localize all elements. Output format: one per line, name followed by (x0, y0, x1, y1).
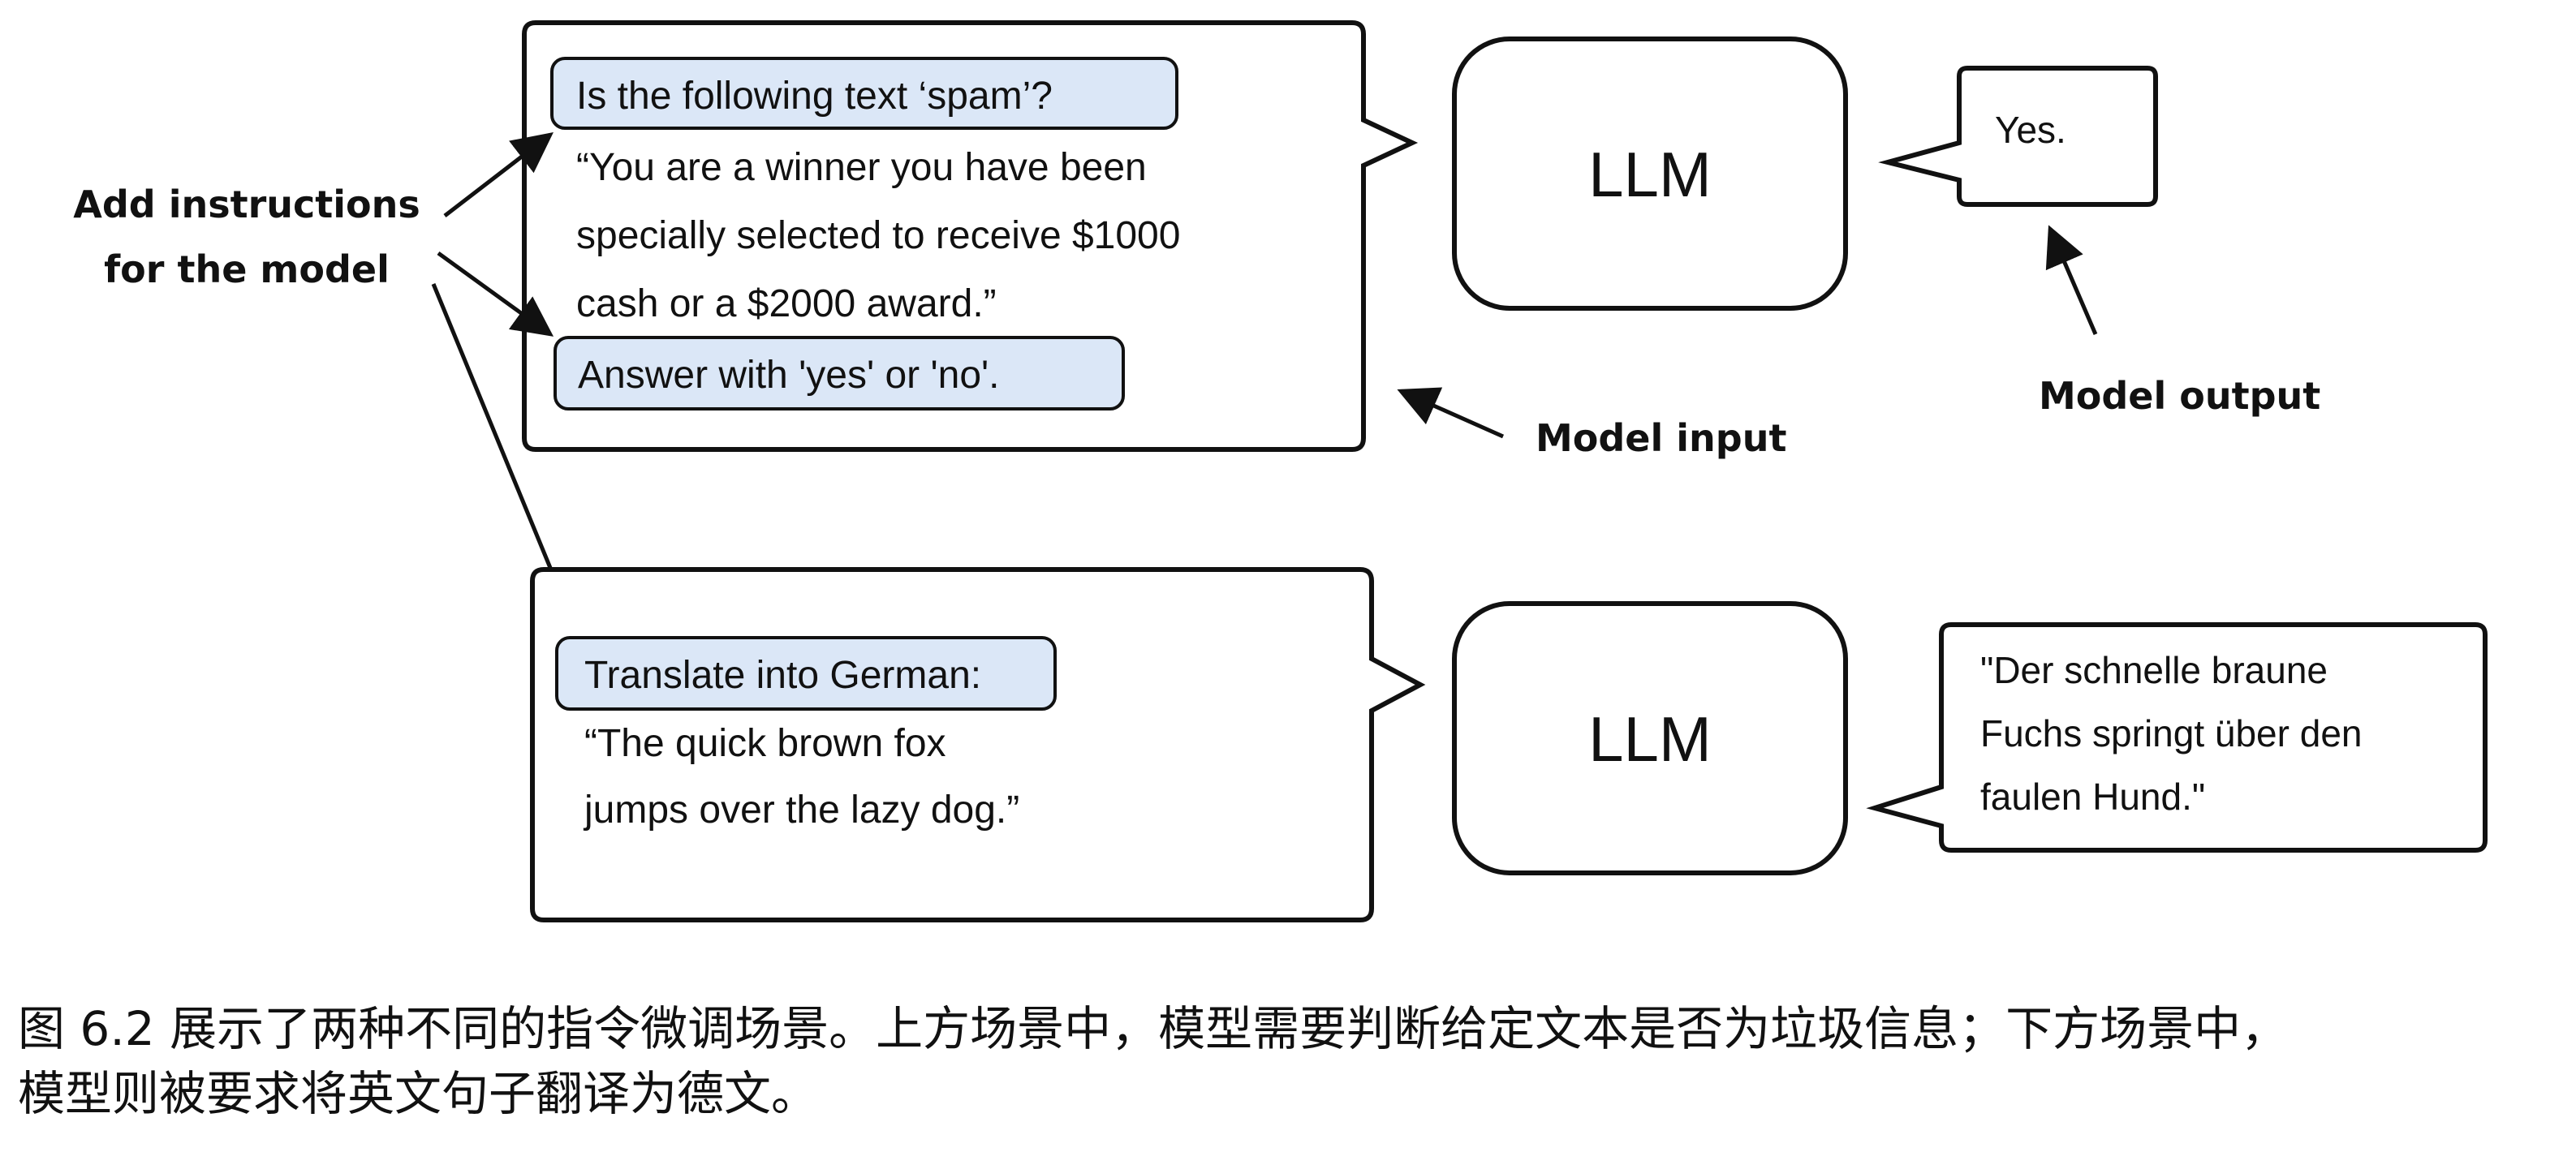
translate-instruction-highlight (555, 636, 1057, 711)
translate-output-line-1: "Der schnelle braune (1980, 649, 2328, 691)
translate-output-line-2: Fuchs springt über den (1980, 712, 2363, 754)
translate-text-line-1: “The quick brown fox (584, 722, 946, 765)
add-instructions-label-line-2: for the model (104, 247, 390, 291)
model-input-label: Model input (1536, 416, 1786, 460)
llm-label-top: LLM (1588, 139, 1712, 210)
translate-text-line-2: jumps over the lazy dog.” (583, 789, 1019, 832)
caption-line-2: 模型则被要求将英文句子翻译为德文。 (18, 1066, 819, 1121)
add-instructions-arrow-to-answer-format (437, 251, 554, 337)
model-output-arrow (2045, 225, 2098, 335)
llm-box-bottom (1452, 601, 1848, 875)
caption-line-1: 图 6.2 展示了两种不同的指令微调场景。上方场景中，模型需要判断给定文本是否为… (18, 1001, 2289, 1056)
spam-answer-format-text: Answer with 'yes' or 'no'. (578, 354, 1000, 397)
llm-label-bottom: LLM (1588, 703, 1712, 775)
add-instructions-arrow-to-question (443, 131, 554, 217)
spam-output-bubble (1878, 66, 2158, 207)
add-instructions-label-line-1: Add instructions (73, 183, 420, 226)
llm-box-top (1452, 37, 1848, 311)
figure-caption: 图 6.2 展示了两种不同的指令微调场景。上方场景中，模型需要判断给定文本是否为… (18, 996, 2566, 1126)
spam-text-line-1: “You are a winner you have been (576, 146, 1147, 189)
spam-output-text: Yes. (1995, 109, 2066, 151)
add-instructions-arrow-to-translate (431, 283, 578, 627)
spam-answer-highlight (554, 336, 1125, 411)
translate-instruction-text: Translate into German: (584, 654, 981, 697)
translate-output-bubble (1866, 622, 2488, 853)
translate-output-line-3: faulen Hund." (1980, 776, 2205, 818)
spam-text-line-2: specially selected to receive $1000 (576, 214, 1180, 257)
spam-instruction-highlight (550, 57, 1178, 130)
spam-instruction-text: Is the following text ‘spam’? (576, 75, 1053, 118)
spam-text-line-3: cash or a $2000 award.” (576, 282, 997, 325)
model-input-arrow (1397, 387, 1505, 439)
model-output-label: Model output (2039, 374, 2320, 418)
